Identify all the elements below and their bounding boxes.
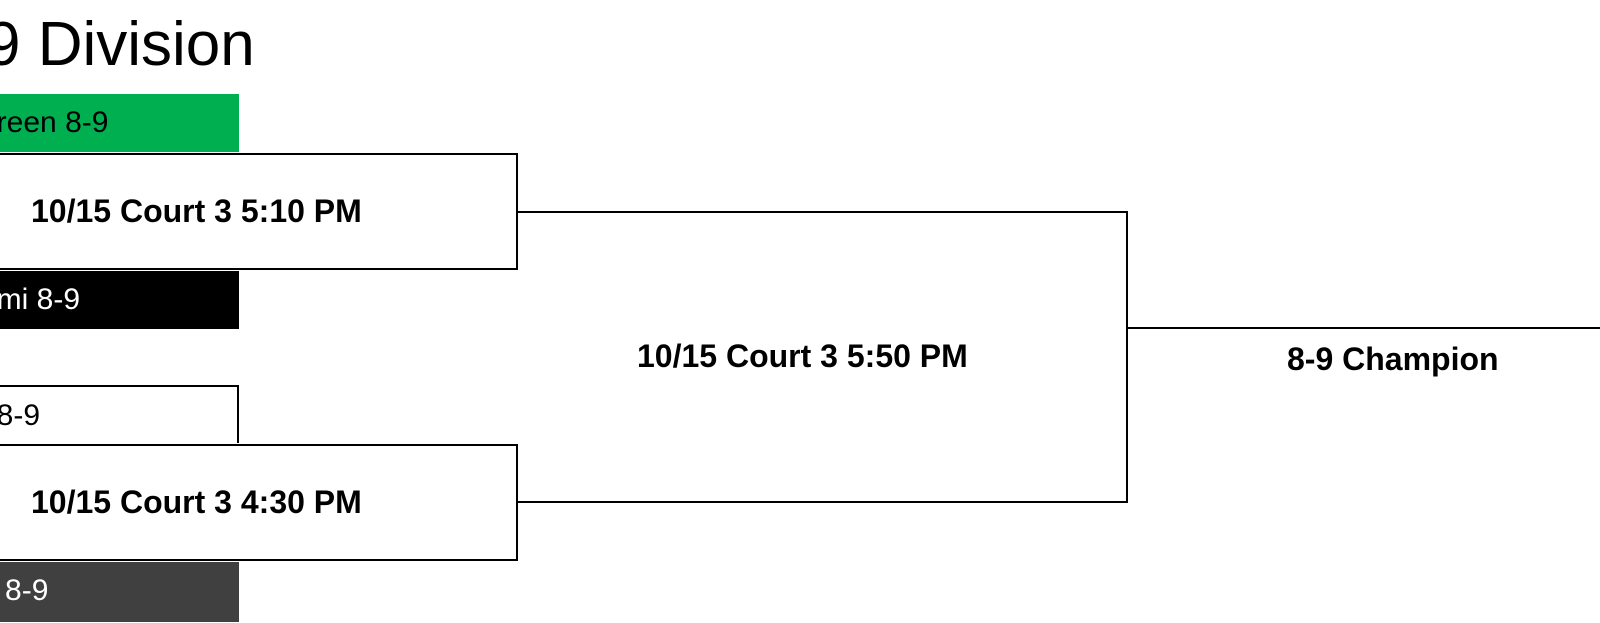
connector-vertical [1126, 211, 1128, 503]
game-schedule-label: 10/15 Court 3 5:10 PM [31, 193, 362, 229]
connector-champion-horizontal [1126, 327, 1600, 329]
team-label: ami 8-9 [0, 283, 81, 316]
game-final-label[interactable]: 10/15 Court 3 5:50 PM [637, 338, 968, 374]
team-slot-1[interactable]: green 8-9 [0, 94, 239, 152]
team-label: green 8-9 [0, 106, 109, 139]
game-round1-bottom[interactable]: 10/15 Court 3 4:30 PM [0, 444, 518, 561]
connector-bottom-horizontal [518, 501, 1128, 503]
champion-label: 8-9 Champion [1287, 341, 1499, 377]
team-slot-4[interactable]: a 8-9 [0, 562, 239, 622]
connector-top-horizontal [518, 211, 1128, 213]
team-label: a 8-9 [0, 574, 49, 607]
team-slot-2[interactable]: ami 8-9 [0, 271, 239, 329]
team-slot-3[interactable]: t 8-9 [0, 385, 239, 443]
game-round1-top[interactable]: 10/15 Court 3 5:10 PM [0, 153, 518, 270]
team-label: t 8-9 [0, 399, 41, 432]
game-schedule-label: 10/15 Court 3 4:30 PM [31, 484, 362, 520]
division-title: 9 Division [0, 10, 255, 79]
